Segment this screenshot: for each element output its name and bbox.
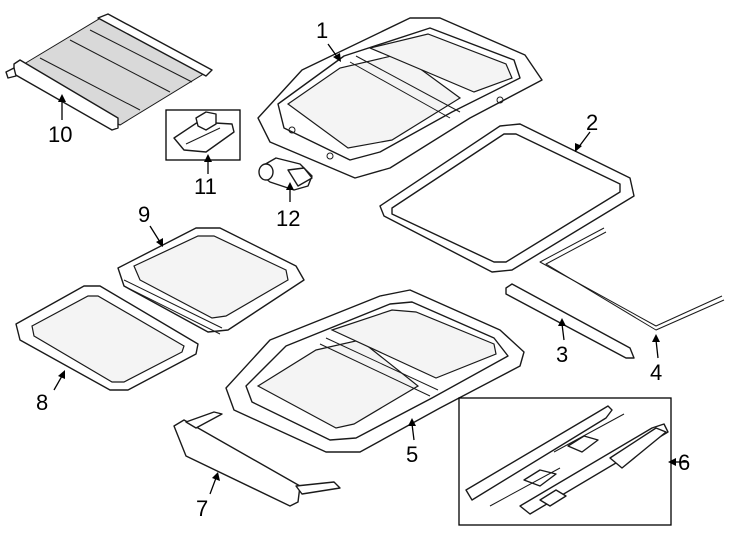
part-4-seal-strip bbox=[539, 227, 725, 331]
part-9-glass-panel bbox=[117, 227, 305, 335]
callout-4: 4 bbox=[650, 360, 662, 385]
part-6-group bbox=[458, 397, 672, 526]
part-10-sunshade bbox=[5, 13, 213, 131]
callout-6: 6 bbox=[678, 450, 690, 475]
callout-5: 5 bbox=[406, 442, 418, 467]
leader-lines bbox=[53, 43, 688, 495]
part-7-wind-deflector bbox=[173, 411, 341, 507]
callout-2: 2 bbox=[586, 110, 598, 135]
part-1-roof-frame bbox=[257, 17, 543, 179]
callout-1: 1 bbox=[316, 18, 328, 43]
callout-8: 8 bbox=[36, 390, 48, 415]
callout-11: 11 bbox=[194, 174, 217, 199]
part-11-group bbox=[165, 109, 241, 161]
part-8-glass-panel bbox=[15, 285, 199, 391]
callout-12: 12 bbox=[276, 206, 300, 231]
callout-9: 9 bbox=[138, 202, 150, 227]
callout-7: 7 bbox=[196, 496, 208, 521]
part-3-trim-strip bbox=[505, 283, 635, 359]
callout-10: 10 bbox=[48, 122, 72, 147]
callout-3: 3 bbox=[556, 342, 568, 367]
part-5-lower-frame bbox=[225, 289, 525, 453]
part-12-motor bbox=[258, 157, 313, 191]
part-2-seal bbox=[379, 123, 635, 273]
